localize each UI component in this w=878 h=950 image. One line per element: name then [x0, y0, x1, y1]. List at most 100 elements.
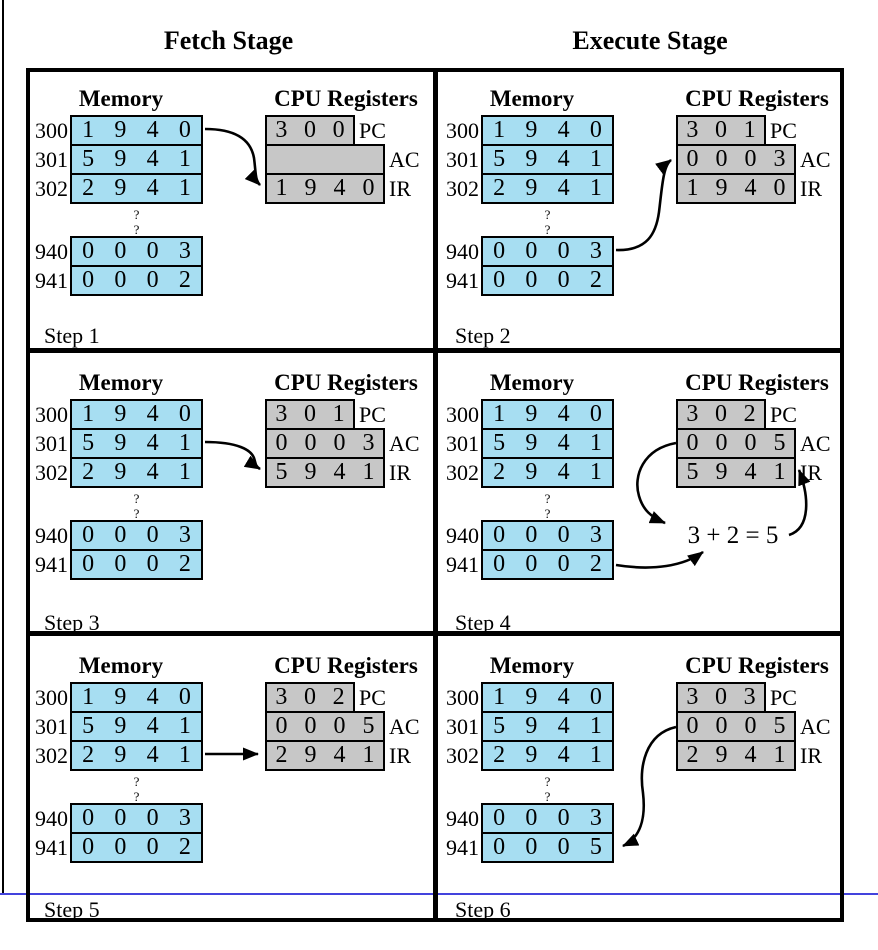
- flow-arrow-mem941-to-annotation: [615, 550, 704, 569]
- memory-gap-marker: ??: [481, 491, 614, 521]
- cpu-registers-title: CPU Registers: [685, 653, 829, 678]
- register-label-pc: PC: [770, 685, 797, 710]
- memory-address-label: 940: [446, 239, 479, 264]
- memory-address-label: 300: [35, 685, 68, 710]
- memory-address-label: 940: [446, 523, 479, 548]
- digit: 0: [303, 117, 316, 143]
- digit: 0: [362, 175, 375, 201]
- digit: 0: [557, 551, 570, 577]
- digit: 1: [589, 175, 602, 201]
- digit: 4: [557, 117, 570, 143]
- digit: 0: [114, 238, 127, 264]
- gap-question-mark: ?: [544, 207, 551, 222]
- register-label-ir: IR: [800, 743, 822, 768]
- step-label: Step 1: [44, 323, 100, 348]
- digit: 2: [743, 401, 756, 427]
- digit: 0: [557, 267, 570, 293]
- digit: 1: [589, 430, 602, 456]
- memory-address-label: 940: [35, 239, 68, 264]
- memory-address-label: 301: [35, 147, 68, 172]
- digit: 0: [557, 238, 570, 264]
- digit: 1: [178, 713, 191, 739]
- cpu-registers-title: CPU Registers: [274, 653, 418, 678]
- memory-address-label: 941: [35, 835, 68, 860]
- digit: 4: [744, 459, 757, 485]
- digit: 4: [557, 430, 570, 456]
- row-divider-1: [26, 348, 844, 353]
- digit: 2: [493, 175, 506, 201]
- memory-title: Memory: [489, 86, 575, 111]
- memory-address-label: 301: [446, 714, 479, 739]
- flow-arrow-mem940-to-ac: [615, 158, 672, 252]
- memory-title: Memory: [489, 370, 575, 395]
- memory-address-label: 302: [446, 743, 479, 768]
- digit: 0: [146, 834, 159, 860]
- digit: 1: [178, 459, 191, 485]
- digit: 2: [493, 459, 506, 485]
- gap-question-mark: ?: [544, 222, 551, 237]
- digit: 0: [493, 522, 506, 548]
- memory-address-label: 301: [446, 147, 479, 172]
- digit: 0: [493, 834, 506, 860]
- memory-title: Memory: [78, 653, 164, 678]
- digit: 0: [715, 713, 728, 739]
- digit: 1: [589, 742, 602, 768]
- step-label: Step 3: [44, 610, 100, 635]
- digit: 4: [146, 430, 159, 456]
- register-label-ac: AC: [389, 714, 420, 739]
- digit: 0: [333, 430, 346, 456]
- digit: 2: [178, 267, 191, 293]
- digit: 9: [525, 713, 538, 739]
- gap-question-mark: ?: [133, 207, 140, 222]
- digit: 0: [114, 834, 127, 860]
- digit: 0: [493, 267, 506, 293]
- memory-title: Memory: [489, 653, 575, 678]
- digit: 1: [275, 175, 288, 201]
- digit: 9: [525, 684, 538, 710]
- digit: 3: [275, 117, 288, 143]
- register-label-ir: IR: [800, 460, 822, 485]
- digit: 4: [146, 742, 159, 768]
- digit: 9: [114, 146, 127, 172]
- memory-title: Memory: [78, 86, 164, 111]
- memory-address-label: 941: [35, 268, 68, 293]
- digit: 0: [82, 805, 95, 831]
- digit: 0: [114, 522, 127, 548]
- digit: 0: [744, 713, 757, 739]
- digit: 5: [82, 430, 95, 456]
- stage-header-execute: Execute Stage: [572, 26, 728, 55]
- digit: 3: [773, 146, 786, 172]
- digit: 4: [333, 175, 346, 201]
- digit: 1: [493, 117, 506, 143]
- memory-address-label: 940: [35, 523, 68, 548]
- digit: 1: [743, 117, 756, 143]
- digit: 9: [715, 742, 728, 768]
- memory-address-label: 301: [35, 431, 68, 456]
- digit: 9: [525, 742, 538, 768]
- cpu-registers-title: CPU Registers: [685, 86, 829, 111]
- register-label-ac: AC: [800, 714, 831, 739]
- digit: 0: [114, 805, 127, 831]
- digit: 4: [146, 117, 159, 143]
- page-edge-line: [2, 0, 4, 894]
- memory-address-label: 301: [446, 431, 479, 456]
- cpu-registers-title: CPU Registers: [685, 370, 829, 395]
- digit: 3: [275, 401, 288, 427]
- cpu-registers-title: CPU Registers: [274, 370, 418, 395]
- annotation-text: 3 + 2 = 5: [687, 522, 779, 549]
- digit: 1: [686, 175, 699, 201]
